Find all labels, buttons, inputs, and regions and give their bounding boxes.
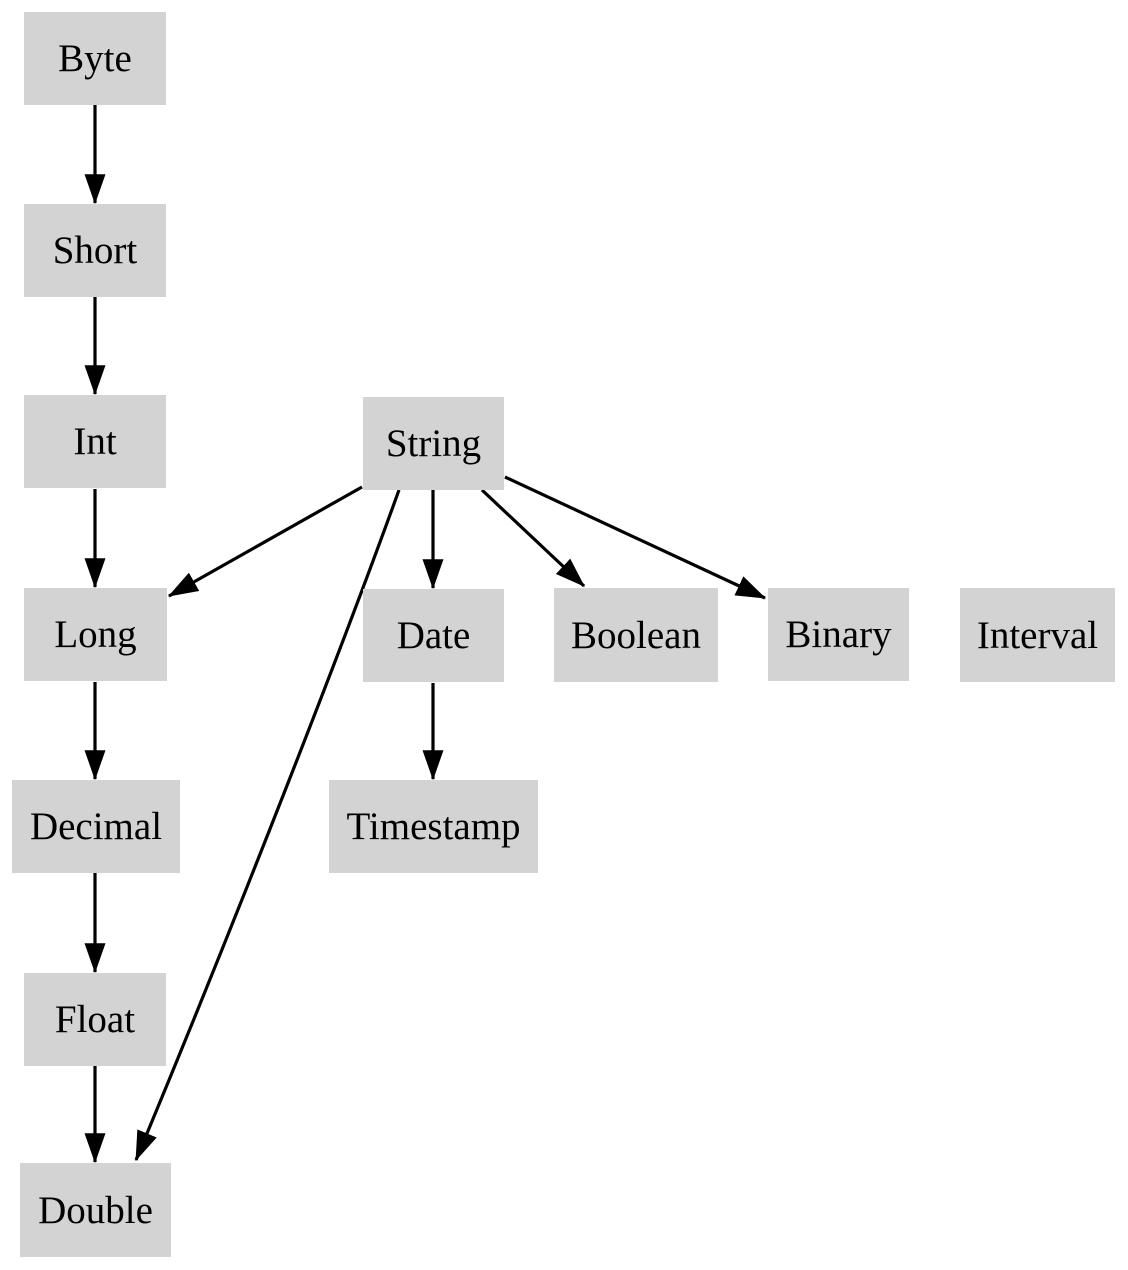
- edge-string-binary: [504, 475, 767, 600]
- node-label-boolean: Boolean: [571, 613, 701, 657]
- node-label-timestamp: Timestamp: [346, 805, 521, 848]
- node-int: Int: [24, 395, 166, 488]
- node-interval: Interval: [960, 588, 1115, 682]
- edge-string-long: [167, 485, 363, 598]
- node-double: Double: [20, 1163, 171, 1257]
- node-label-byte: Byte: [58, 37, 132, 80]
- node-long: Long: [24, 588, 167, 681]
- node-label-date: Date: [396, 614, 471, 657]
- node-label-interval: Interval: [976, 613, 1099, 657]
- edge-string-double: [134, 489, 401, 1162]
- node-label-long: Long: [54, 613, 137, 656]
- node-float: Float: [24, 973, 166, 1066]
- node-boolean: Boolean: [554, 588, 718, 682]
- node-decimal: Decimal: [12, 780, 180, 873]
- node-short: Short: [24, 204, 166, 297]
- node-label-decimal: Decimal: [29, 805, 163, 848]
- edge-string-boolean: [480, 488, 586, 588]
- node-string: String: [363, 397, 504, 490]
- node-label-float: Float: [54, 998, 136, 1041]
- node-binary: Binary: [768, 588, 909, 681]
- node-label-short: Short: [52, 229, 138, 272]
- node-timestamp: Timestamp: [329, 780, 538, 873]
- node-label-int: Int: [73, 420, 117, 463]
- node-byte: Byte: [24, 12, 166, 105]
- node-label-string: String: [385, 422, 482, 465]
- node-label-binary: Binary: [785, 613, 892, 656]
- node-label-double: Double: [38, 1188, 153, 1232]
- node-date: Date: [363, 589, 504, 682]
